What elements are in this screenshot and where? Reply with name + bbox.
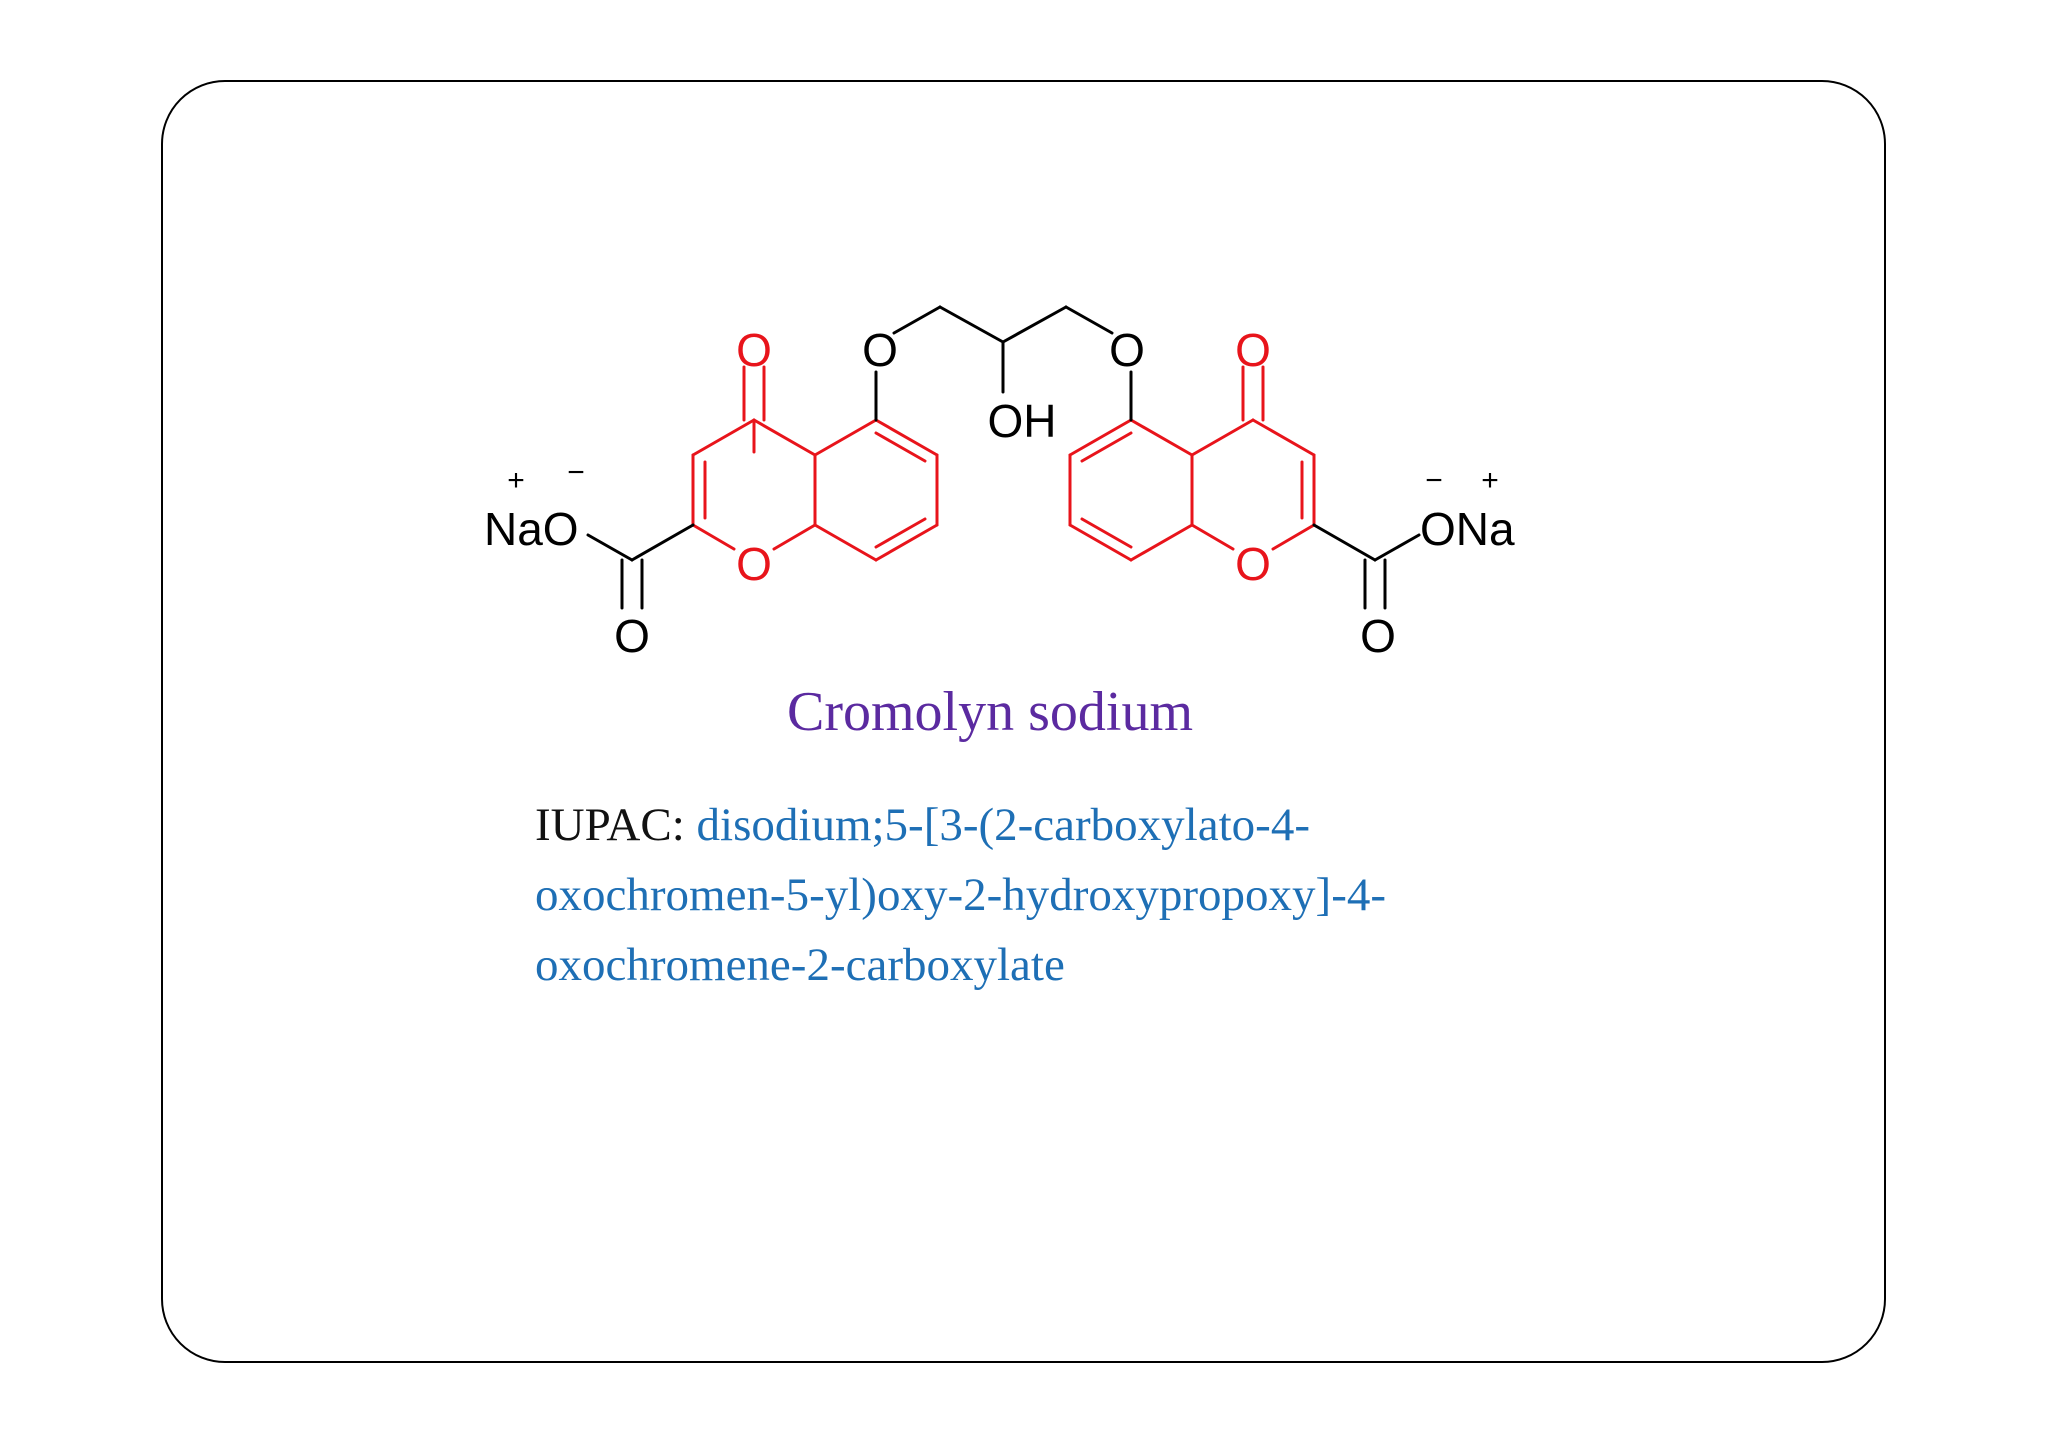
charge-plus-left: + xyxy=(507,464,525,497)
left-chromone-bonds xyxy=(691,365,939,562)
iupac-name-block: IUPAC: disodium;5-[3-(2-carboxylato-4-ox… xyxy=(535,790,1535,1000)
ether-oxygen-right: O xyxy=(1109,324,1145,376)
ring-oxygen-right: O xyxy=(1235,538,1271,590)
linker-and-carboxylate-bonds xyxy=(586,305,1421,610)
compound-title: Cromolyn sodium xyxy=(786,681,1194,743)
carbonyl-oxygen-left: O xyxy=(736,324,772,376)
slide-frame xyxy=(161,80,1886,1363)
right-chromone-bonds xyxy=(1068,365,1316,562)
carboxyl-oxygen-left: O xyxy=(614,610,650,662)
iupac-name: disodium;5-[3-(2-carboxylato-4-oxochrome… xyxy=(535,799,1387,991)
carboxyl-oxygen-right: O xyxy=(1360,610,1396,662)
iupac-label: IUPAC: xyxy=(535,799,685,851)
carbonyl-oxygen-right: O xyxy=(1235,324,1271,376)
ring-oxygen-left: O xyxy=(736,538,772,590)
sodium-carboxylate-right: ONa xyxy=(1420,503,1515,555)
hydroxyl-group: OH xyxy=(988,395,1057,447)
ether-oxygen-left: O xyxy=(862,324,898,376)
sodium-carboxylate-left: NaO xyxy=(484,503,579,555)
charge-minus-left: − xyxy=(567,456,585,489)
charge-plus-right: + xyxy=(1481,464,1499,497)
charge-minus-right: − xyxy=(1425,464,1443,497)
